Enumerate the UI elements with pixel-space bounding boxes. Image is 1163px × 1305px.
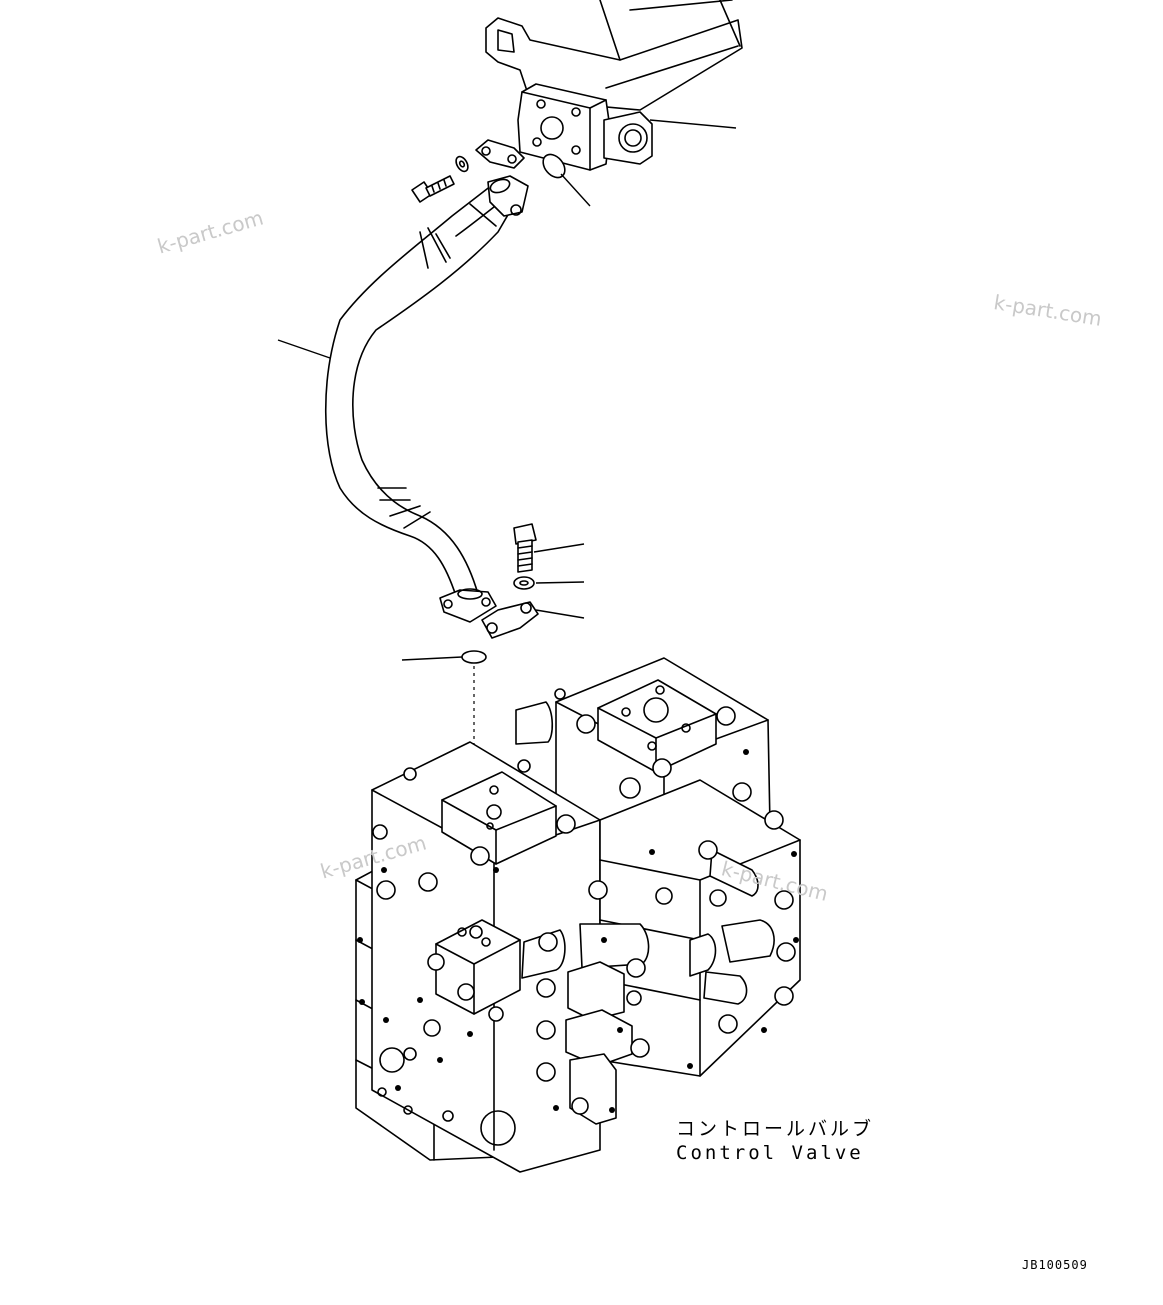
hose-pipe xyxy=(277,175,529,623)
lower-bolt xyxy=(513,523,585,573)
drawing-id: JB100509 xyxy=(1022,1258,1088,1272)
upper-flange-block xyxy=(517,83,737,171)
control-valve-label-english: Control Valve xyxy=(676,1142,864,1164)
lower-split-clamp xyxy=(481,601,585,639)
lower-washer xyxy=(513,576,585,590)
control-valve-label-japanese: コントロールバルブ xyxy=(676,1118,875,1140)
control-valve xyxy=(355,657,801,1173)
upper-washer xyxy=(455,155,469,173)
upper-bolt xyxy=(411,175,455,203)
upper-split-clamp xyxy=(475,139,525,169)
o-ring-upper xyxy=(542,153,591,207)
valve-screws xyxy=(357,749,799,1113)
valve-plugs xyxy=(372,688,796,1115)
